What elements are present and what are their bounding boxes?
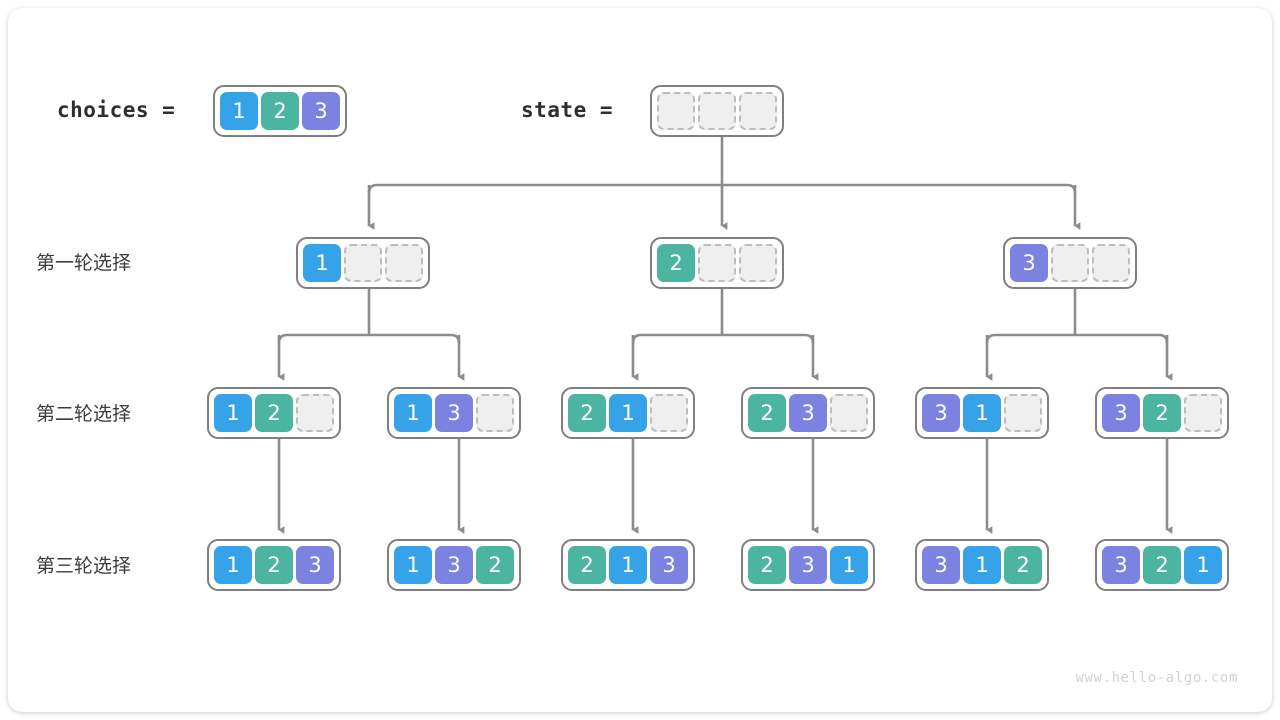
value-cell: 1	[963, 394, 1001, 432]
value-cell: 3	[789, 546, 827, 584]
value-cell: 3	[922, 394, 960, 432]
value-cell: 3	[1010, 244, 1048, 282]
value-cell: 3	[296, 546, 334, 584]
empty-cell	[650, 394, 688, 432]
empty-cell	[739, 92, 777, 130]
value-cell: 1	[963, 546, 1001, 584]
level1-node-2: 2	[650, 237, 784, 289]
empty-cell	[1184, 394, 1222, 432]
value-cell: 2	[657, 244, 695, 282]
value-cell: 2	[1004, 546, 1042, 584]
watermark: www.hello-algo.com	[1075, 670, 1238, 686]
empty-cell	[657, 92, 695, 130]
value-cell: 3	[650, 546, 688, 584]
value-cell: 3	[789, 394, 827, 432]
value-cell: 3	[1102, 394, 1140, 432]
value-cell: 1	[220, 92, 258, 130]
value-cell: 1	[394, 546, 432, 584]
empty-cell	[739, 244, 777, 282]
value-cell: 2	[476, 546, 514, 584]
state-array	[650, 85, 784, 137]
value-cell: 1	[214, 394, 252, 432]
value-cell: 3	[922, 546, 960, 584]
level1-node-3: 3	[1003, 237, 1137, 289]
row-label-3: 第三轮选择	[36, 555, 132, 577]
value-cell: 2	[261, 92, 299, 130]
value-cell: 3	[435, 546, 473, 584]
empty-cell	[830, 394, 868, 432]
empty-cell	[296, 394, 334, 432]
row-label-1: 第一轮选择	[36, 252, 132, 274]
value-cell: 2	[1143, 546, 1181, 584]
empty-cell	[1004, 394, 1042, 432]
value-cell: 2	[568, 546, 606, 584]
value-cell: 2	[255, 394, 293, 432]
empty-cell	[1092, 244, 1130, 282]
value-cell: 2	[748, 394, 786, 432]
page-card	[8, 8, 1272, 712]
empty-cell	[1051, 244, 1089, 282]
value-cell: 3	[302, 92, 340, 130]
value-cell: 1	[303, 244, 341, 282]
choices-label: choices =	[57, 98, 176, 122]
level1-node-1: 1	[296, 237, 430, 289]
empty-cell	[698, 92, 736, 130]
value-cell: 2	[255, 546, 293, 584]
value-cell: 2	[1143, 394, 1181, 432]
empty-cell	[385, 244, 423, 282]
empty-cell	[698, 244, 736, 282]
value-cell: 3	[435, 394, 473, 432]
value-cell: 3	[1102, 546, 1140, 584]
value-cell: 1	[1184, 546, 1222, 584]
value-cell: 1	[609, 546, 647, 584]
value-cell: 2	[748, 546, 786, 584]
value-cell: 1	[830, 546, 868, 584]
value-cell: 1	[609, 394, 647, 432]
empty-cell	[344, 244, 382, 282]
value-cell: 2	[568, 394, 606, 432]
row-label-2: 第二轮选择	[36, 403, 132, 425]
value-cell: 1	[394, 394, 432, 432]
state-label: state =	[521, 98, 614, 122]
value-cell: 1	[214, 546, 252, 584]
empty-cell	[476, 394, 514, 432]
